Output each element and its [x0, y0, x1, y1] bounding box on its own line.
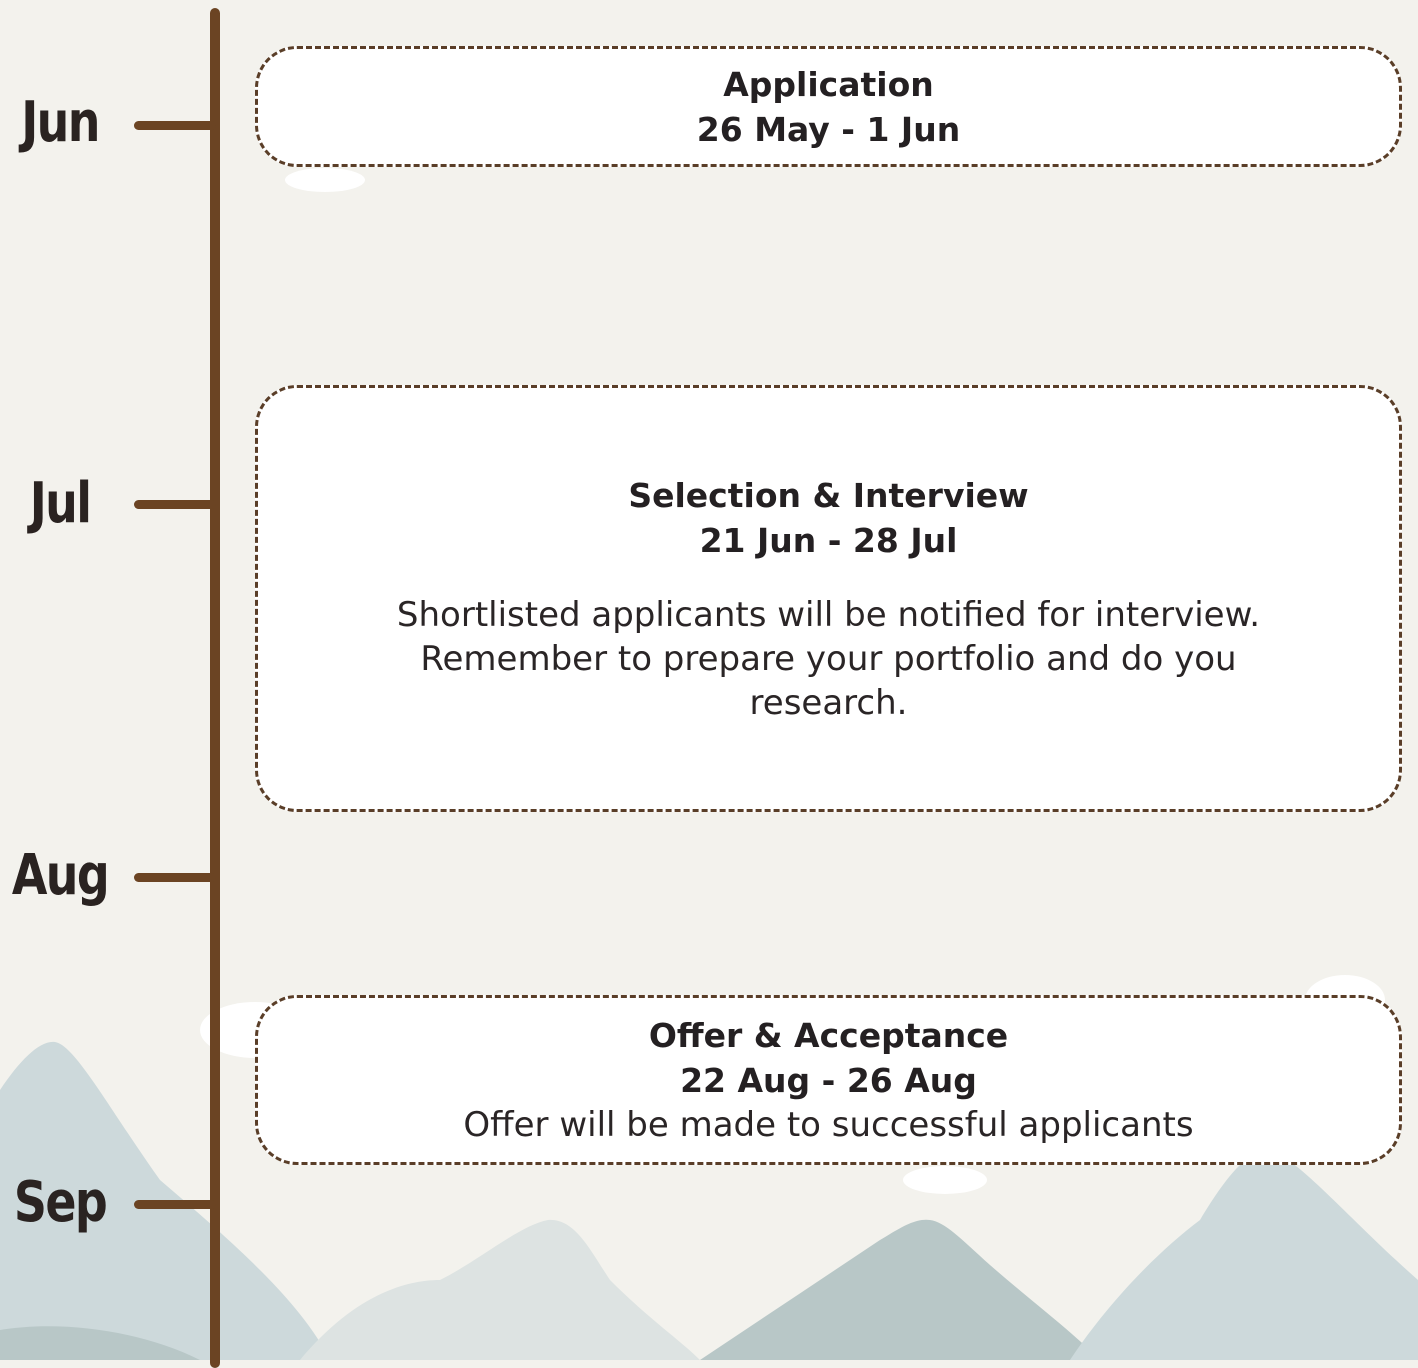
event-offer-acceptance: Offer & Acceptance 22 Aug - 26 Aug Offer…: [255, 995, 1402, 1165]
mountain-right: [1070, 1150, 1418, 1360]
event-title: Application: [723, 64, 934, 104]
mountain-center: [700, 1219, 1100, 1360]
event-description: Offer will be made to successful applica…: [463, 1105, 1194, 1145]
event-date: 26 May - 1 Jun: [696, 109, 961, 149]
event-date: 21 Jun - 28 Jul: [699, 520, 958, 560]
tick-aug: [134, 873, 216, 882]
mountain-center-left: [300, 1219, 700, 1360]
event-application: Application 26 May - 1 Jun: [255, 46, 1402, 167]
event-date: 22 Aug - 26 Aug: [680, 1061, 977, 1100]
tick-jul: [134, 500, 216, 509]
mountain-left-shadow: [0, 1326, 200, 1360]
event-title: Offer & Acceptance: [648, 1016, 1009, 1055]
timeline-axis: [210, 8, 220, 1368]
event-description: Shortlisted applicants will be notified …: [396, 594, 1261, 723]
tick-jun: [134, 121, 216, 130]
month-label-aug: Aug: [11, 843, 110, 908]
event-selection-interview: Selection & Interview 21 Jun - 28 Jul Sh…: [255, 385, 1402, 812]
tick-sep: [134, 1200, 216, 1209]
month-label-jul: Jul: [29, 471, 92, 536]
month-label-jun: Jun: [21, 90, 100, 155]
month-label-sep: Sep: [13, 1170, 108, 1235]
event-title: Selection & Interview: [628, 475, 1029, 515]
